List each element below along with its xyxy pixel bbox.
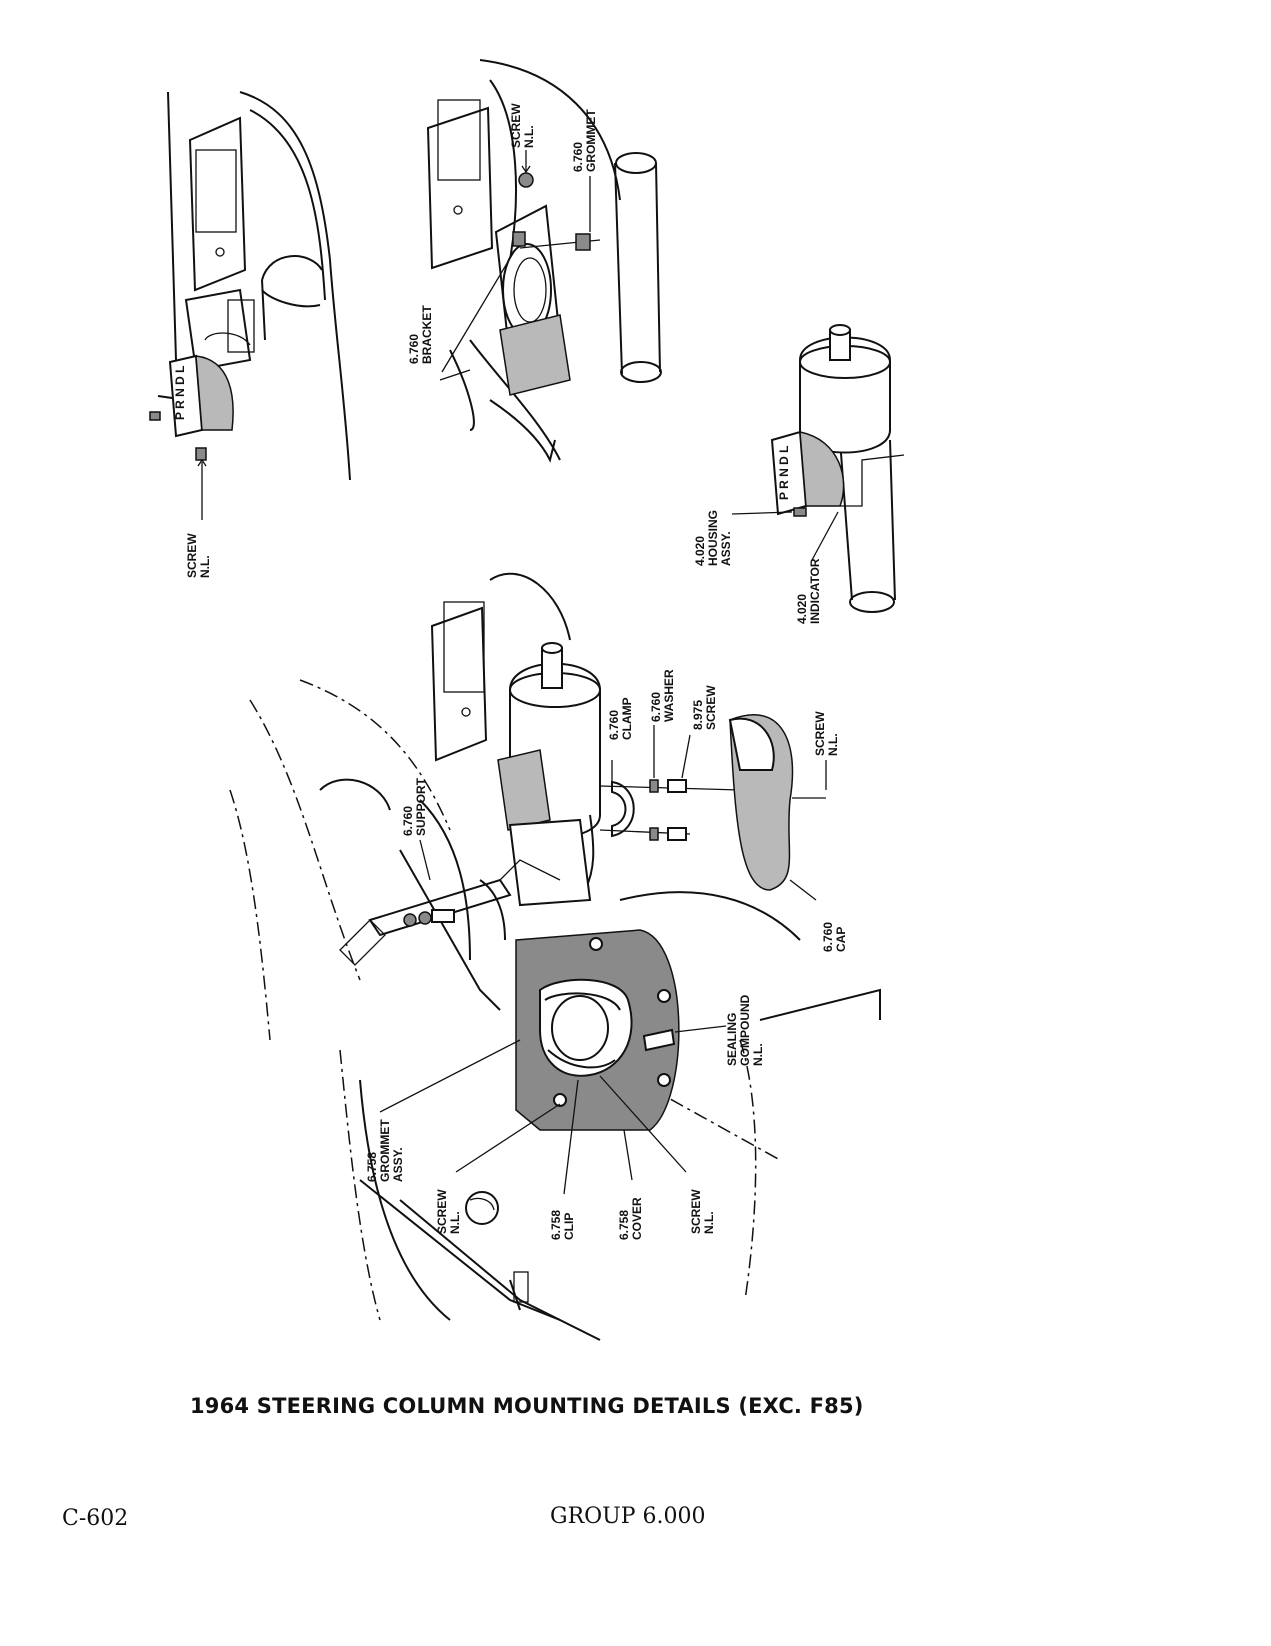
top-right-view xyxy=(426,59,662,463)
label-screw-nl-bottom: SCREW N.L. xyxy=(435,1186,462,1234)
middle-right-view: P R N D L xyxy=(731,324,905,613)
label-sealing-compound: SEALING COMPOUND N.L. xyxy=(725,991,765,1066)
label-support: 6.760 SUPPORT xyxy=(401,777,428,836)
label-screw-8975: 8.975 SCREW xyxy=(691,685,718,730)
callout-labels: SCREW N.L. SCREW N.L. 6.760 GROMMET 6.76… xyxy=(185,100,848,1240)
label-cover: 6.758 COVER xyxy=(617,1197,644,1240)
main-view xyxy=(229,572,881,1341)
label-bracket: 6.760 BRACKET xyxy=(407,305,434,364)
label-washer: 6.760 WASHER xyxy=(649,669,676,722)
svg-text:P R N D L: P R N D L xyxy=(173,366,187,420)
label-clamp: 6.760 CLAMP xyxy=(607,697,634,740)
figure-caption: 1964 STEERING COLUMN MOUNTING DETAILS (E… xyxy=(190,1394,864,1418)
label-clip: 6.758 CLIP xyxy=(549,1207,576,1240)
label-screw-nl-right: SCREW N.L. xyxy=(689,1186,716,1234)
label-cap: 6.760 CAP xyxy=(821,919,848,952)
label-screw-nl-top: SCREW N.L. xyxy=(509,100,536,148)
svg-text:P R N D L: P R N D L xyxy=(777,446,791,500)
label-screw-nl-cap: SCREW N.L. xyxy=(813,708,840,756)
page-number: C-602 xyxy=(62,1506,129,1531)
label-housing-assy: 4.020 HOUSING ASSY. xyxy=(693,507,733,566)
label-grommet-top: 6.760 GROMMET xyxy=(571,109,598,172)
label-grommet-assy: 6.758 GROMMET ASSY. xyxy=(365,1116,405,1182)
label-screw-nl-left: SCREW N.L. xyxy=(185,530,212,578)
group-number: GROUP 6.000 xyxy=(550,1504,706,1529)
top-left-view: P R N D L xyxy=(149,91,351,520)
label-indicator: 4.020 INDICATOR xyxy=(795,558,822,624)
